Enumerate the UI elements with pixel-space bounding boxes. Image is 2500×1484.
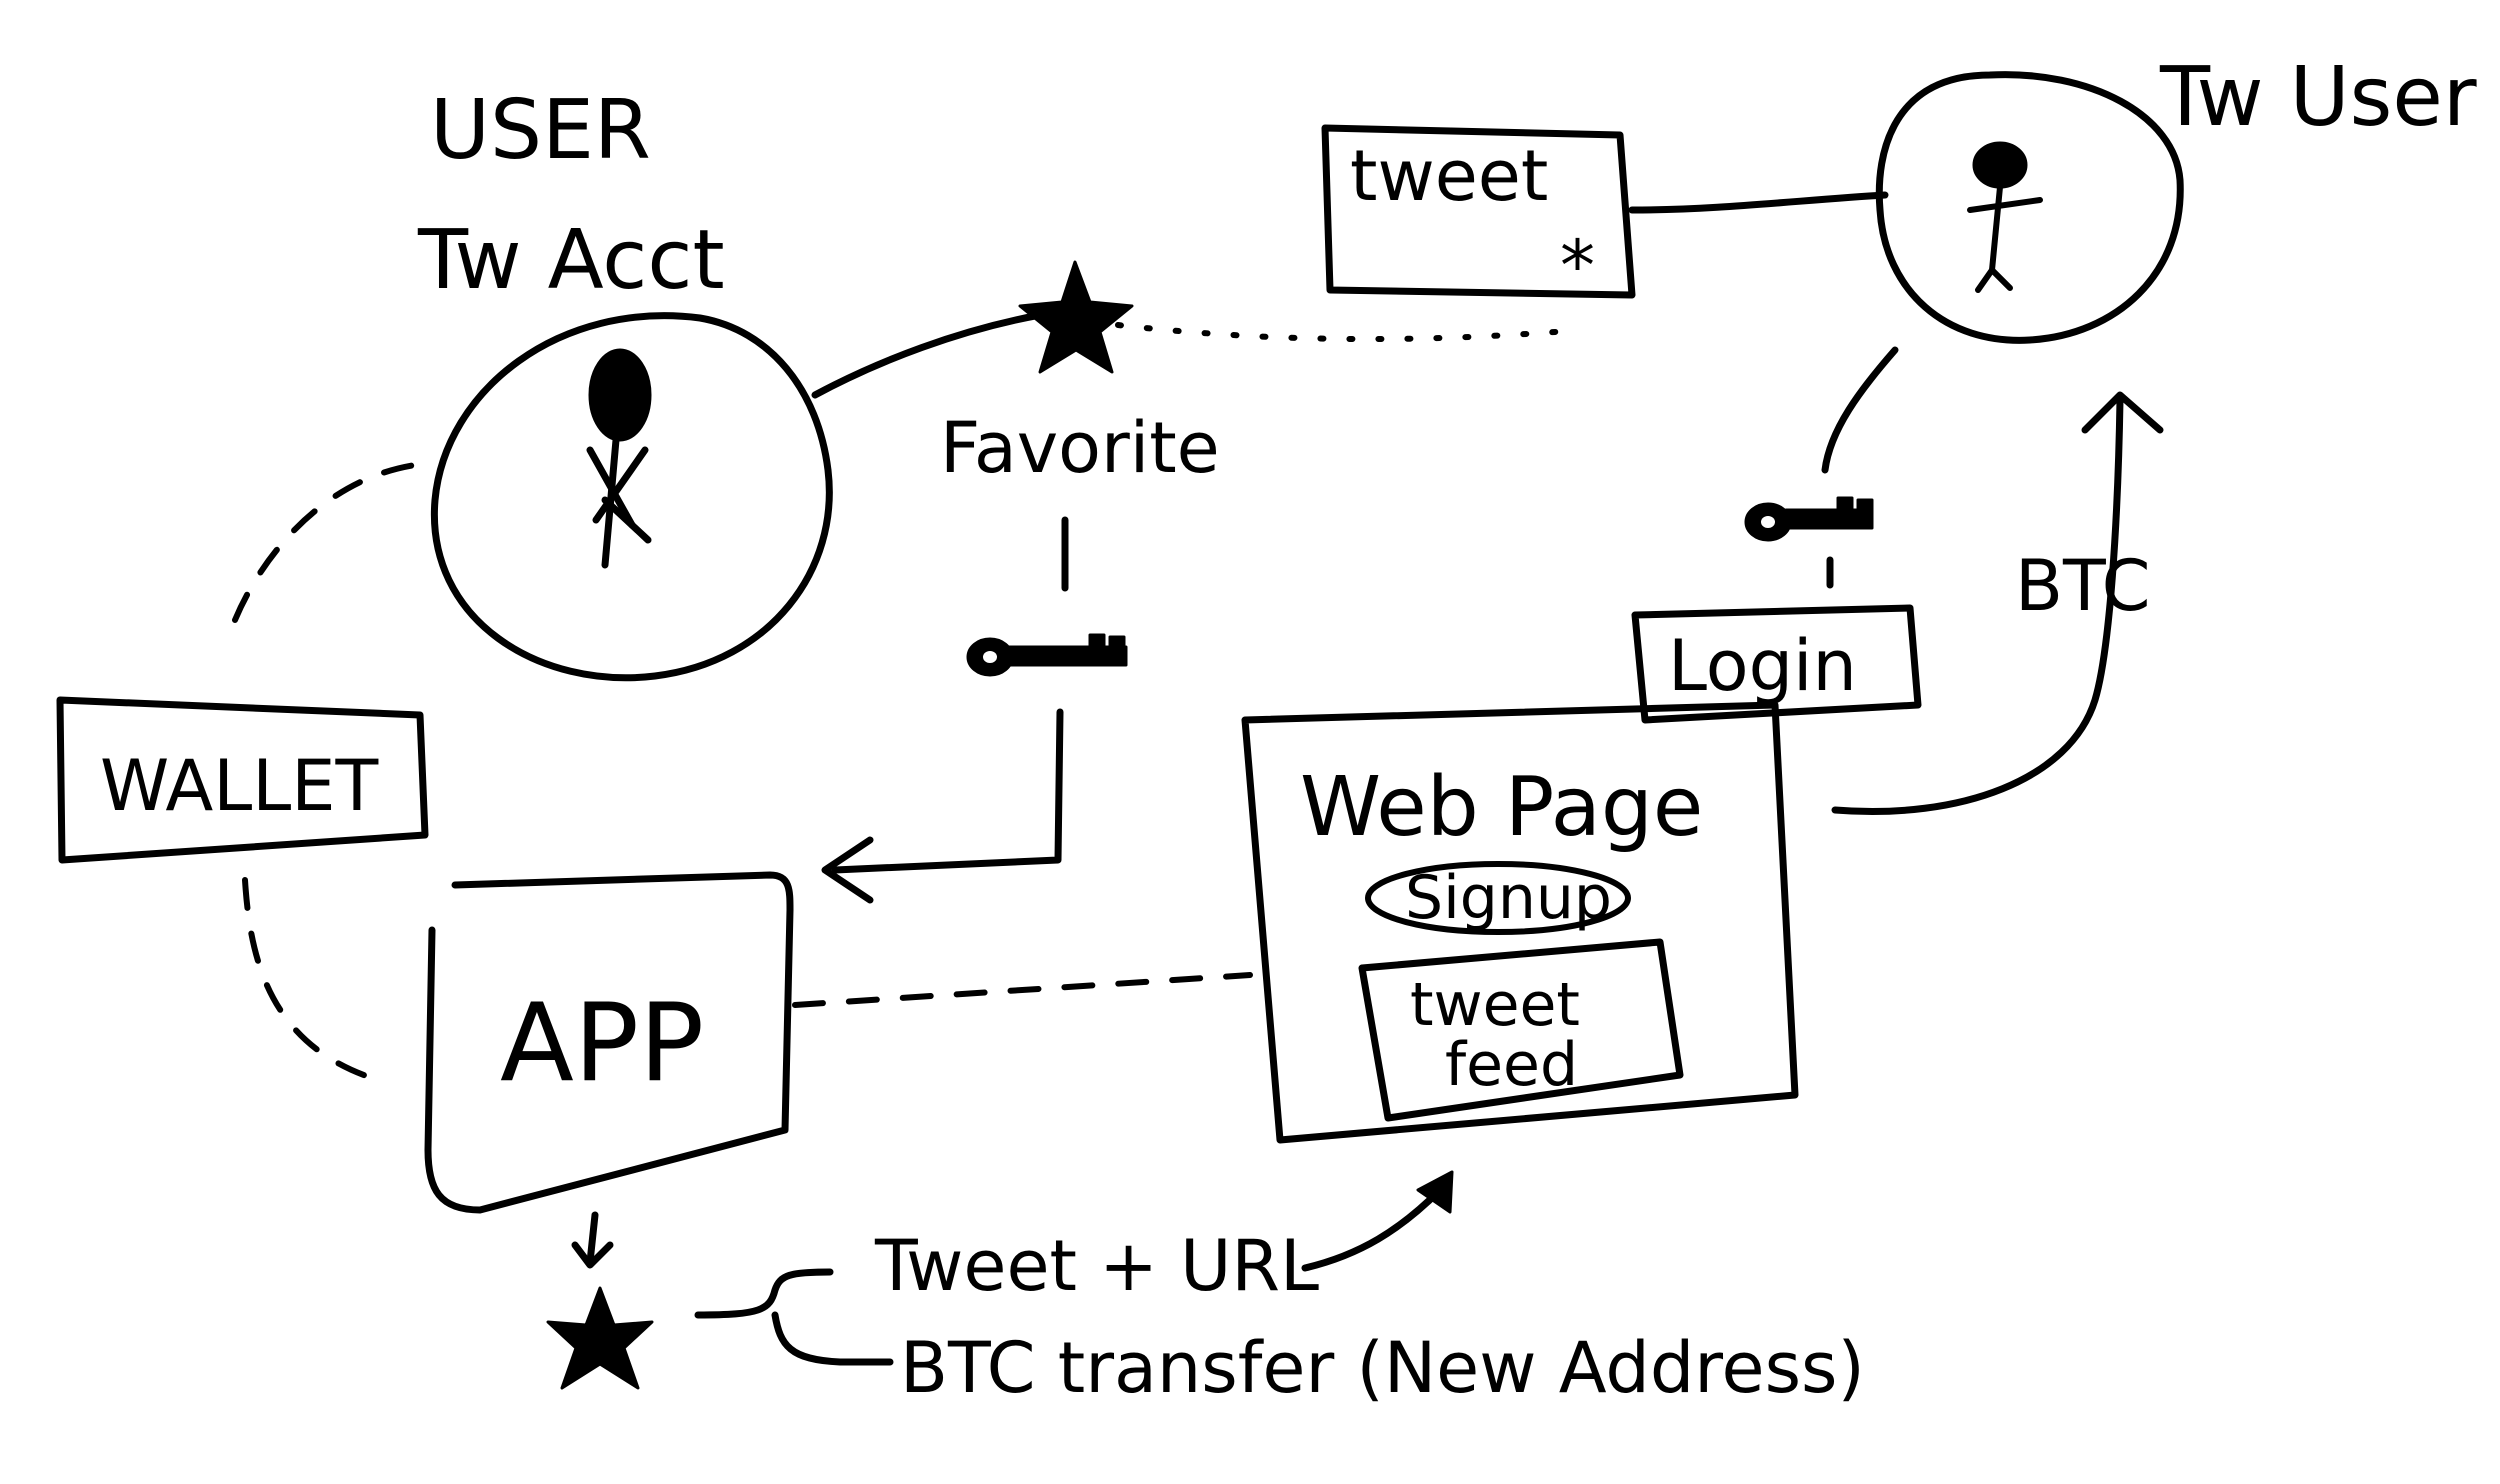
tw-user-label: Tw User xyxy=(2159,50,2477,145)
favorite-label: Favorite xyxy=(940,407,1220,489)
app-label: APP xyxy=(500,981,704,1106)
user-tw-acct-node: USER Tw Acct xyxy=(417,83,833,682)
star-to-tweet-dotted-line xyxy=(1115,322,1583,343)
tw-acct-label: Tw Acct xyxy=(417,213,725,308)
btc-arrow-line xyxy=(1831,396,2124,816)
stick-figure-icon xyxy=(586,348,652,569)
stick-figure-icon xyxy=(1967,141,2043,293)
app-to-star-arrow xyxy=(586,1211,599,1266)
star-icon xyxy=(1018,260,1134,374)
star-icon xyxy=(546,1286,654,1390)
tweet-url-label: Tweet + URL xyxy=(874,1225,1319,1307)
favorite-to-app-arrow xyxy=(831,708,1064,874)
tw-user-node: Tw User xyxy=(1875,50,2477,344)
tweet-url-to-webpage-arrow xyxy=(1301,1186,1444,1272)
tweet-mark: * xyxy=(1560,225,1595,307)
arrow-head-icon xyxy=(821,836,874,904)
signup-label: Signup xyxy=(1405,863,1612,933)
login-label: Login xyxy=(1668,625,1857,707)
signup-button: Signup xyxy=(1365,861,1631,935)
tweet-feed-line1: tweet xyxy=(1410,970,1580,1040)
app-to-webpage-dashed-line xyxy=(792,972,1253,1008)
web-page-label: Web Page xyxy=(1300,760,1703,855)
tw-user-circle xyxy=(1875,71,2184,344)
tweet-to-tw-user-line xyxy=(1628,191,1889,214)
wallet-to-app-dashed-line xyxy=(242,877,388,1085)
tweet-label: tweet xyxy=(1350,135,1548,217)
arrow-head-icon xyxy=(2081,391,2164,434)
key-icon xyxy=(1744,496,1874,542)
wallet-label: WALLET xyxy=(100,745,378,827)
btc-transfer-label: BTC transfer (New Address) xyxy=(900,1327,1865,1409)
star-branch-line xyxy=(694,1268,894,1366)
tweet-feed-line2: feed xyxy=(1445,1030,1578,1100)
key-icon xyxy=(966,633,1128,677)
login-box: Login xyxy=(1631,604,1922,724)
user-circle xyxy=(430,312,833,682)
arrow-head-icon xyxy=(571,1241,614,1269)
wallet-box: WALLET xyxy=(56,696,429,864)
tw-user-to-key-line xyxy=(1821,346,1899,474)
user-to-star-line xyxy=(811,311,1044,399)
user-label: USER xyxy=(430,83,651,178)
arrow-head-icon xyxy=(1416,1170,1454,1214)
tweet-feed-box: tweet feed xyxy=(1358,938,1684,1122)
tweet-box: tweet * xyxy=(1321,124,1636,307)
btc-label: BTC xyxy=(2015,545,2151,627)
wallet-to-user-dashed-line xyxy=(232,462,418,623)
app-box: APP xyxy=(424,871,794,1214)
web-page-box: Web Page Signup tweet feed xyxy=(1241,701,1799,1144)
